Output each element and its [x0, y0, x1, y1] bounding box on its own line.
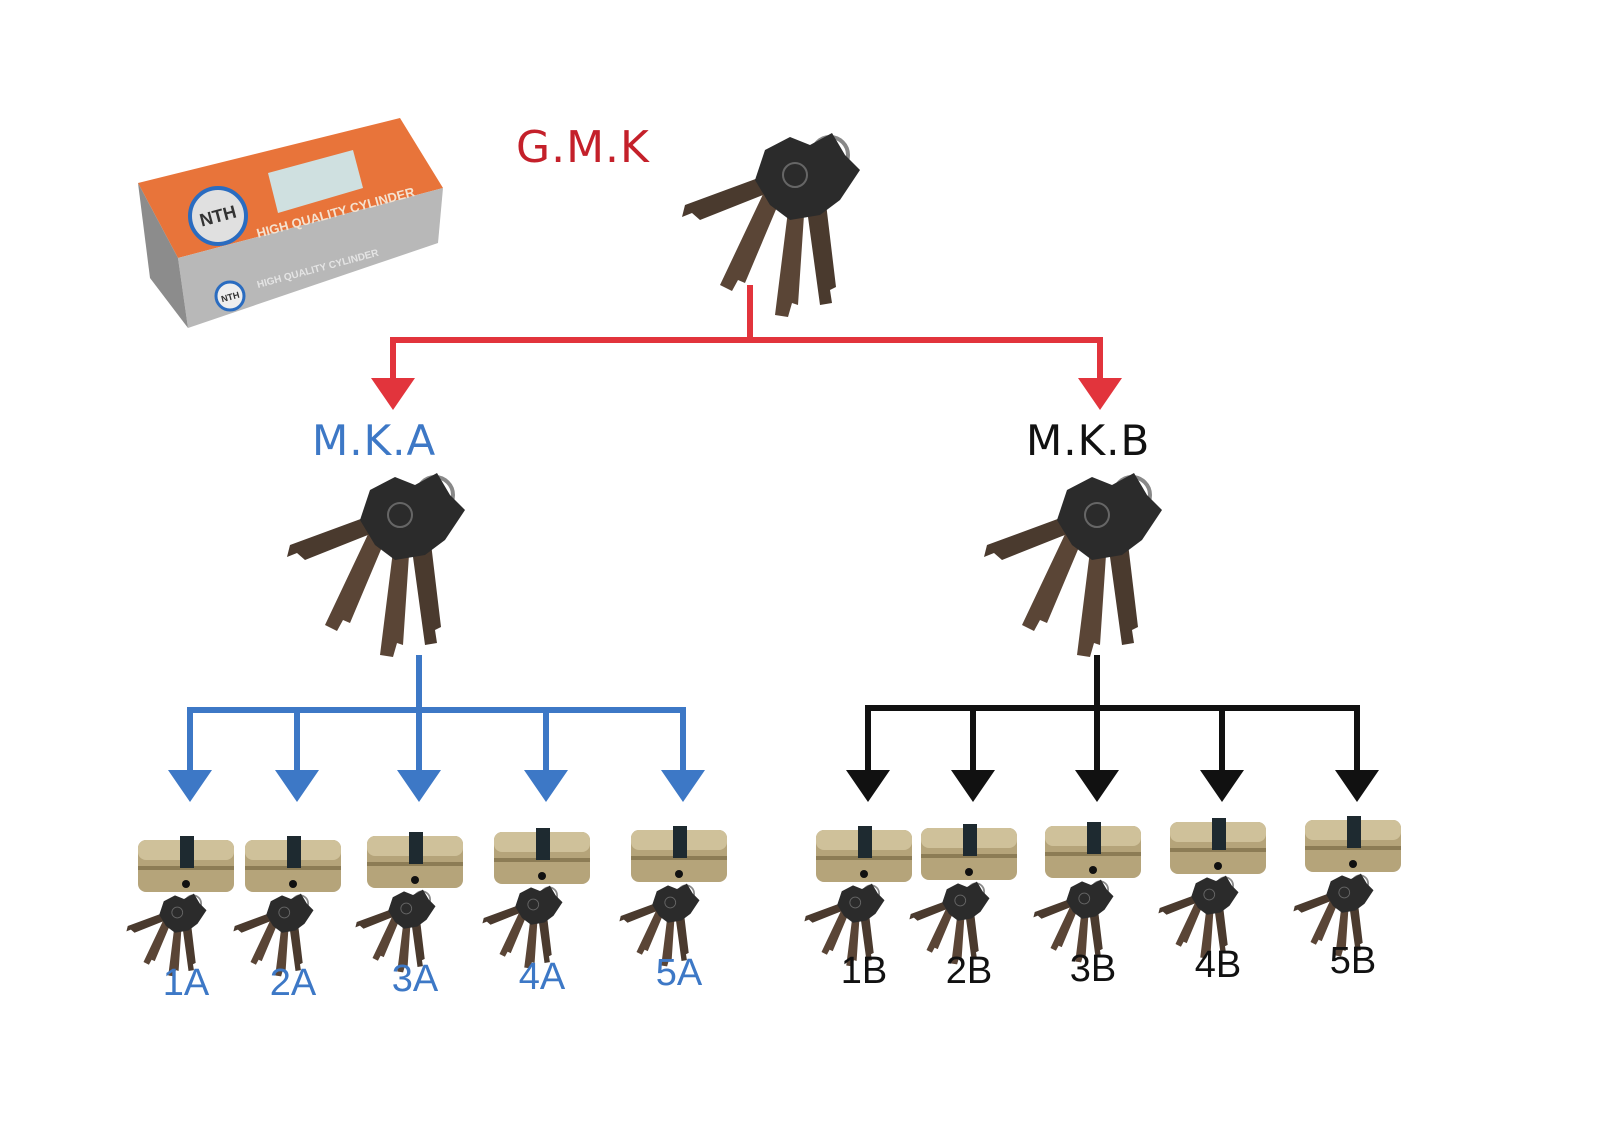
grand-connector: [371, 285, 1122, 410]
arrow-head-icon: [524, 770, 568, 802]
master-b-keys-icon: [982, 471, 1164, 659]
master-key-a-label: M.K.A: [312, 416, 437, 465]
cylinder-label: 5B: [1329, 940, 1377, 982]
arrow-head-icon: [1335, 770, 1379, 802]
lock-cylinder-icon: [921, 824, 1017, 880]
arrow-head-icon: [1200, 770, 1244, 802]
arrow-head-icon: [846, 770, 890, 802]
cylinder-label: 4B: [1194, 944, 1242, 986]
arrow-head-icon: [951, 770, 995, 802]
cylinder-label: 4A: [518, 956, 566, 998]
cylinder-label: 2A: [269, 962, 317, 1004]
cylinder-label: 3A: [391, 958, 439, 1000]
lock-cylinder-icon: [138, 836, 234, 892]
cylinder-label: 3B: [1069, 948, 1117, 990]
arrow-head-icon: [397, 770, 441, 802]
lock-cylinder-icon: [631, 826, 727, 882]
arrow-head-icon: [275, 770, 319, 802]
arrow-head-icon: [168, 770, 212, 802]
lock-cylinder-icon: [1305, 816, 1401, 872]
lock-cylinder-icon: [245, 836, 341, 892]
grand-master-key-label: G.M.K: [516, 122, 650, 173]
master-b-connector: [846, 655, 1379, 802]
lock-cylinder-icon: [816, 826, 912, 882]
cylinder-label: 2B: [945, 950, 993, 992]
lock-cylinder-icon: [494, 828, 590, 884]
master-a-connector: [168, 655, 705, 802]
svg-text:NTH: NTH: [220, 290, 240, 304]
cylinder-label: 1B: [840, 950, 888, 992]
lock-cylinder-icon: [1170, 818, 1266, 874]
product-box-image: NTH HIGH QUALITY CYLINDER NTH HIGH QUALI…: [138, 118, 443, 328]
master-key-b-label: M.K.B: [1026, 416, 1151, 465]
arrow-head-icon: [661, 770, 705, 802]
arrow-head-icon: [1075, 770, 1119, 802]
lock-cylinder-icon: [1045, 822, 1141, 878]
master-a-keys-icon: [285, 471, 467, 659]
cylinder-label: 1A: [162, 962, 210, 1004]
lock-cylinder-icon: [367, 832, 463, 888]
cylinder-label: 5A: [655, 952, 703, 994]
grand-master-keys-icon: [680, 131, 862, 319]
